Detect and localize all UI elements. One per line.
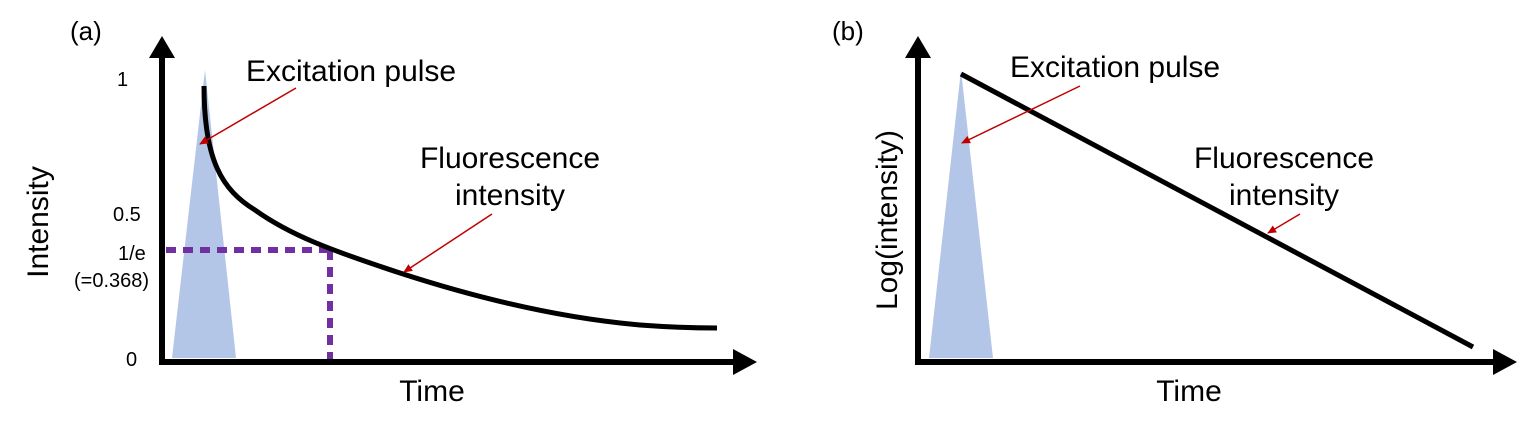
x-axis-label-a: Time bbox=[399, 375, 465, 408]
y-axis-label-b: Log(intensity) bbox=[871, 130, 904, 310]
excitation-pointer-b bbox=[961, 85, 1081, 144]
tick-inv-e: 1/e bbox=[118, 243, 146, 265]
tick-0: 0 bbox=[126, 349, 137, 371]
excitation-pulse-label-b: Excitation pulse bbox=[1010, 51, 1220, 84]
y-axis-label-a: Intensity bbox=[22, 166, 55, 278]
fluorescence-pointer-a bbox=[403, 213, 493, 273]
panel-a: (a) 1 0.5 1/e (=0.368) 0 Intensity Time … bbox=[22, 16, 757, 408]
tick-1: 1 bbox=[117, 69, 128, 91]
y-axis-arrowhead-a bbox=[149, 36, 175, 58]
fluorescence-label-b-line1: Fluorescence bbox=[1194, 142, 1374, 175]
fluorescence-label-a-line2: intensity bbox=[455, 179, 565, 212]
excitation-pulse-a bbox=[172, 70, 236, 358]
fluorescence-label-b-line2: intensity bbox=[1229, 179, 1339, 212]
tick-0-5: 0.5 bbox=[113, 204, 141, 226]
x-axis-label-b: Time bbox=[1156, 375, 1222, 408]
panel-b-label: (b) bbox=[832, 16, 864, 46]
excitation-pointer-a bbox=[199, 87, 297, 145]
tick-inv-e-value: (=0.368) bbox=[74, 270, 149, 292]
y-axis-arrowhead-b bbox=[905, 36, 931, 58]
fluorescence-pointer-b bbox=[1267, 213, 1301, 234]
x-axis-arrowhead-a bbox=[733, 349, 757, 375]
fluorescence-label-a-line1: Fluorescence bbox=[420, 142, 600, 175]
excitation-pulse-label-a: Excitation pulse bbox=[246, 55, 456, 88]
x-axis-arrowhead-b bbox=[1493, 349, 1517, 375]
panel-b: (b) Log(intensity) Time Excitation pulse… bbox=[832, 16, 1517, 408]
fluorescence-decay-curve bbox=[201, 85, 718, 331]
log-fluorescence-decay-line bbox=[959, 71, 1475, 350]
panel-a-label: (a) bbox=[70, 16, 102, 46]
excitation-pulse-b bbox=[929, 70, 993, 358]
